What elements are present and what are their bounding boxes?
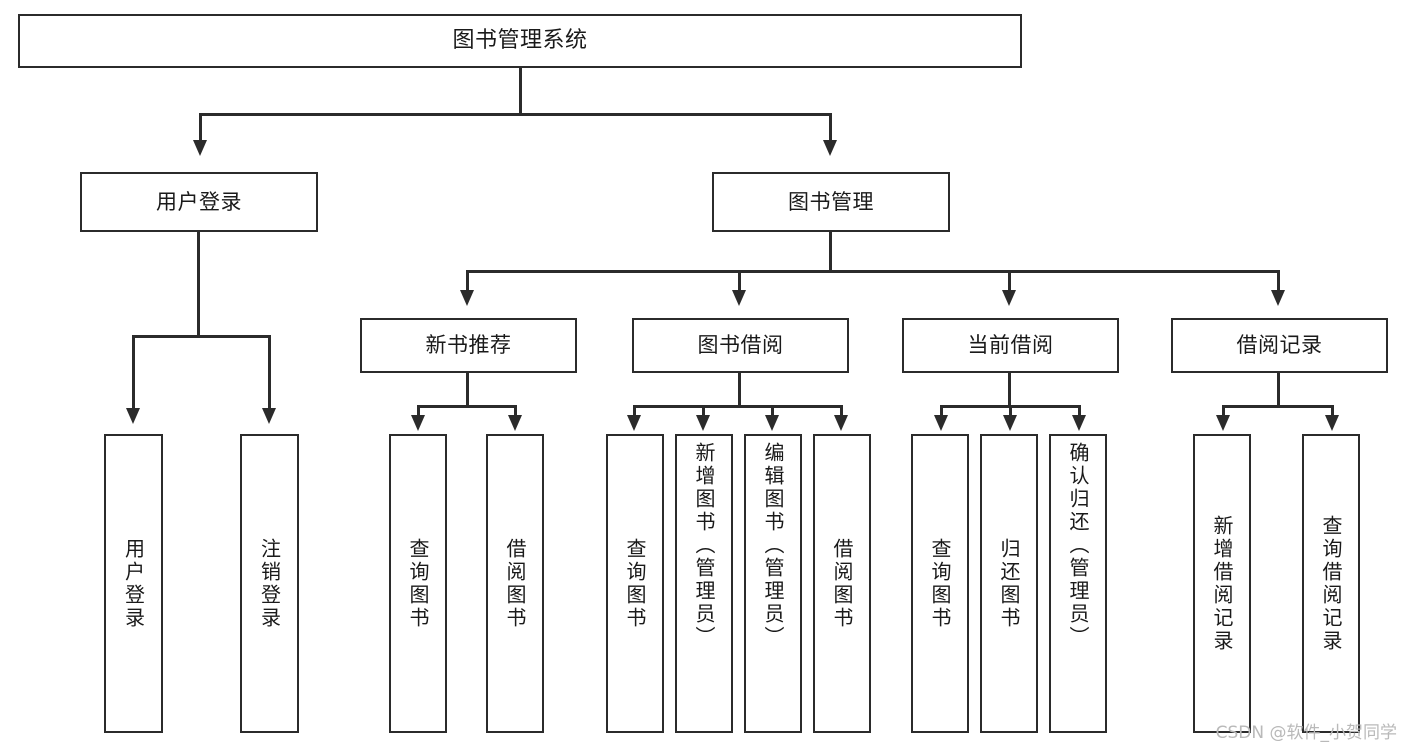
csdn-watermark: CSDN @软件_小贺同学 (1215, 723, 1397, 743)
connector-book-borrow-b2 (702, 405, 705, 419)
leaf-book-borrow-borrow[interactable]: 借阅图书 (813, 434, 871, 733)
arrowhead-book-borrow-b4 (834, 415, 848, 431)
node-new-book-recommend[interactable]: 新书推荐 (360, 318, 577, 373)
node-current-borrow[interactable]: 当前借阅 (902, 318, 1119, 373)
connector-current-borrow-b3 (1078, 405, 1081, 419)
connector-current-borrow-b1 (940, 405, 943, 419)
arrowhead-book-borrow-b1 (627, 415, 641, 431)
node-label: 新增图书（管理员） (692, 442, 716, 649)
connector-borrow-record-stem (1277, 373, 1280, 408)
leaf-book-borrow-add[interactable]: 新增图书（管理员） (675, 434, 733, 733)
node-label: 编辑图书（管理员） (761, 442, 785, 649)
arrowhead-user-login-b1 (126, 408, 140, 424)
connector-borrow-record-bus (1222, 405, 1334, 408)
arrowhead-new-book-b2 (508, 415, 522, 431)
leaf-borrow-record-add[interactable]: 新增借阅记录 (1193, 434, 1251, 733)
connector-book-borrow-stem (738, 373, 741, 408)
node-user-login[interactable]: 用户登录 (80, 172, 318, 232)
node-label: 图书管理系统 (452, 28, 588, 54)
arrowhead-current-borrow-b3 (1072, 415, 1086, 431)
arrowhead-current-borrow-b2 (1003, 415, 1017, 431)
arrowhead-book-manage-b1 (460, 290, 474, 306)
connector-user-login-stem (197, 232, 200, 337)
node-label: 图书管理 (788, 189, 874, 214)
node-label: 借阅记录 (1236, 333, 1323, 358)
connector-user-login-bus (132, 335, 268, 338)
connector-book-manage-bus (466, 270, 1280, 273)
connector-root-bus (199, 113, 832, 116)
connector-book-manage-stem (829, 232, 832, 272)
node-label: 新书推荐 (425, 333, 512, 358)
arrowhead-borrow-record-b1 (1216, 415, 1230, 431)
connector-new-book-stem (466, 373, 469, 408)
connector-root-stem (519, 68, 522, 115)
connector-borrow-record-b1 (1222, 405, 1225, 419)
arrowhead-book-borrow-b3 (765, 415, 779, 431)
arrowhead-book-borrow-b2 (696, 415, 710, 431)
connector-book-borrow-bus (633, 405, 843, 408)
leaf-new-book-borrow[interactable]: 借阅图书 (486, 434, 544, 733)
arrowhead-borrow-record-b2 (1325, 415, 1339, 431)
node-book-borrow[interactable]: 图书借阅 (632, 318, 849, 373)
leaf-user-login-logout[interactable]: 注销登录 (240, 434, 299, 733)
connector-new-book-bus (417, 405, 517, 408)
leaf-current-borrow-query[interactable]: 查询图书 (911, 434, 969, 733)
node-book-management[interactable]: 图书管理 (712, 172, 950, 232)
node-label: 图书借阅 (697, 333, 784, 358)
node-label: 归还图书 (997, 537, 1021, 630)
connector-borrow-record-b2 (1331, 405, 1334, 419)
node-label: 注销登录 (257, 537, 282, 630)
node-label: 用户登录 (156, 189, 242, 214)
node-label: 查询图书 (928, 537, 952, 630)
arrowhead-book-manage-b3 (1002, 290, 1016, 306)
leaf-book-borrow-query[interactable]: 查询图书 (606, 434, 664, 733)
node-label: 借阅图书 (503, 537, 527, 630)
node-label: 用户登录 (121, 537, 146, 630)
arrowhead-root-to-user-login (193, 140, 207, 156)
connector-book-borrow-b4 (840, 405, 843, 419)
node-label: 借阅图书 (830, 537, 854, 630)
connector-current-borrow-stem (1008, 373, 1011, 408)
node-borrow-record[interactable]: 借阅记录 (1171, 318, 1388, 373)
connector-book-borrow-b1 (633, 405, 636, 419)
arrowhead-root-to-book-manage (823, 140, 837, 156)
arrowhead-current-borrow-b1 (934, 415, 948, 431)
node-label: 查询借阅记录 (1319, 514, 1343, 653)
connector-root-to-book-manage (829, 113, 832, 143)
connector-user-login-b1 (132, 335, 135, 411)
arrowhead-user-login-b2 (262, 408, 276, 424)
arrowhead-book-manage-b4 (1271, 290, 1285, 306)
connector-book-manage-b3 (1008, 270, 1011, 292)
connector-book-borrow-b3 (771, 405, 774, 419)
arrowhead-new-book-b1 (411, 415, 425, 431)
arrowhead-book-manage-b2 (732, 290, 746, 306)
connector-user-login-b2 (268, 335, 271, 411)
leaf-borrow-record-query[interactable]: 查询借阅记录 (1302, 434, 1360, 733)
connector-new-book-b1 (417, 405, 420, 419)
leaf-book-borrow-edit[interactable]: 编辑图书（管理员） (744, 434, 802, 733)
node-label: 当前借阅 (967, 333, 1054, 358)
connector-book-manage-b1 (466, 270, 469, 292)
node-root-library-system[interactable]: 图书管理系统 (18, 14, 1022, 68)
connector-new-book-b2 (514, 405, 517, 419)
node-label: 确认归还（管理员） (1066, 442, 1090, 649)
node-label: 新增借阅记录 (1210, 514, 1234, 653)
node-label: 查询图书 (406, 537, 430, 630)
leaf-user-login-login[interactable]: 用户登录 (104, 434, 163, 733)
leaf-new-book-query[interactable]: 查询图书 (389, 434, 447, 733)
leaf-current-borrow-confirm[interactable]: 确认归还（管理员） (1049, 434, 1107, 733)
connector-book-manage-b4 (1277, 270, 1280, 292)
node-label: 查询图书 (623, 537, 647, 630)
connector-current-borrow-b2 (1009, 405, 1012, 419)
connector-book-manage-b2 (738, 270, 741, 292)
leaf-current-borrow-return[interactable]: 归还图书 (980, 434, 1038, 733)
connector-root-to-user-login (199, 113, 202, 143)
